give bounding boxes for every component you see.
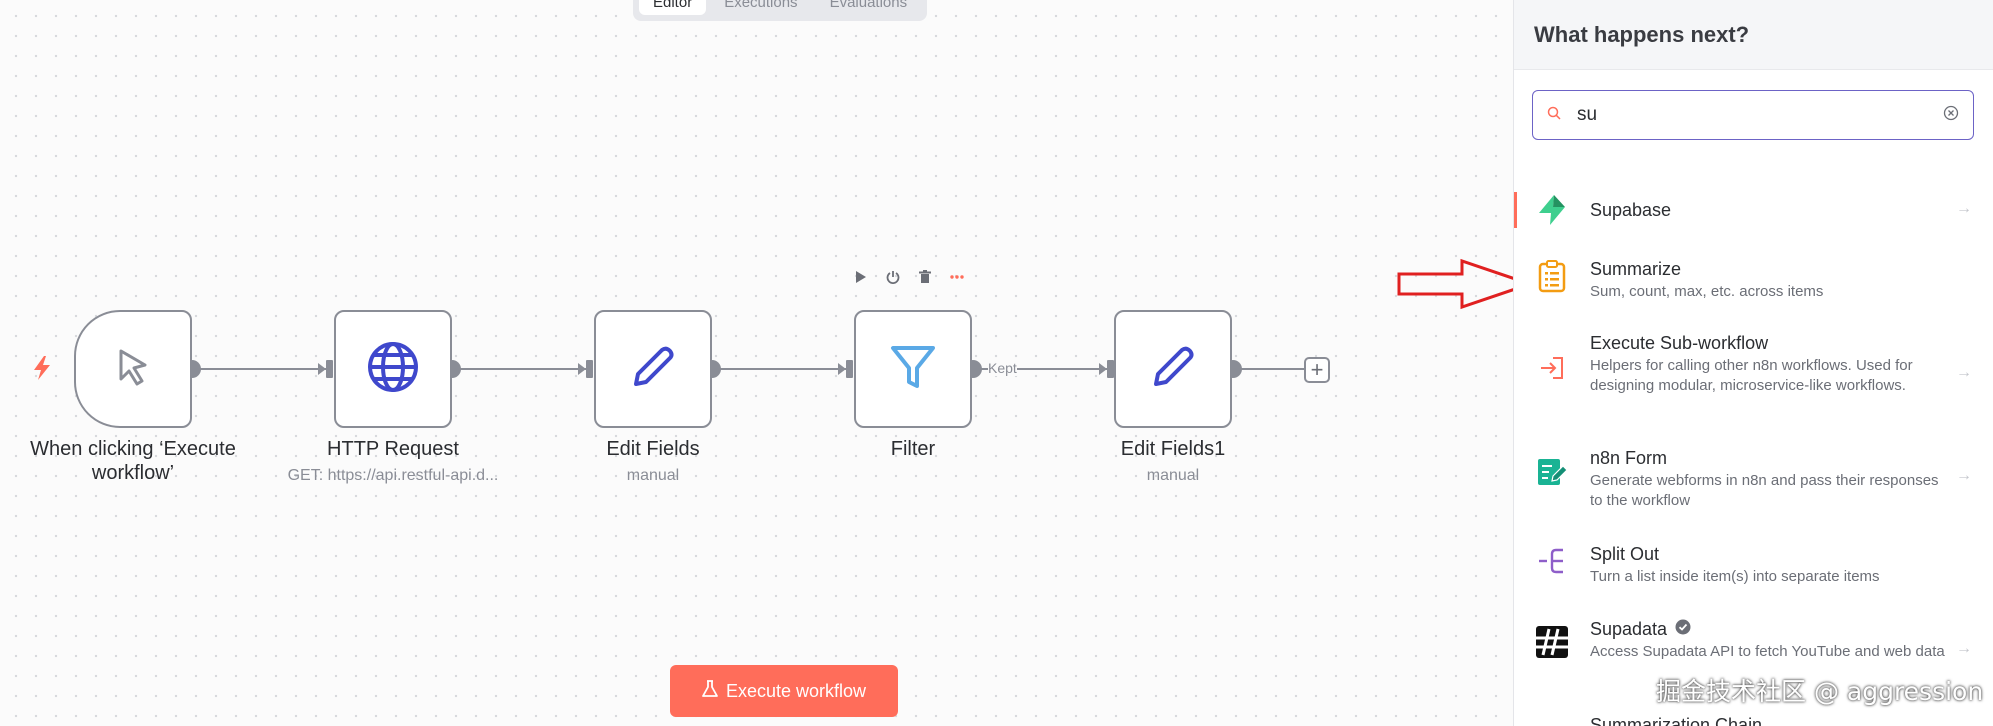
node-edit-fields1[interactable]	[1114, 310, 1232, 428]
tab-executions[interactable]: Executions	[724, 0, 798, 11]
item-title: Split Out	[1590, 544, 1660, 564]
item-description: Access Supadata API to fetch YouTube and…	[1590, 643, 1945, 660]
chain-icon	[1534, 714, 1570, 726]
list-item-summarize[interactable]: Summarize Sum, count, max, etc. across i…	[1514, 258, 1993, 302]
supabase-icon	[1534, 192, 1570, 228]
cursor-click-icon	[109, 343, 157, 396]
node-search[interactable]	[1532, 90, 1974, 140]
arrow-right-icon: →	[1956, 467, 1972, 484]
funnel-icon	[888, 342, 938, 397]
node-title-http: HTTP Request	[327, 438, 459, 460]
item-title: n8n Form	[1590, 448, 1668, 468]
execute-workflow-button[interactable]: Execute workflow	[670, 665, 898, 717]
globe-icon	[366, 340, 420, 399]
node-subtitle-http: GET: https://api.restful-api.d...	[287, 467, 499, 484]
form-edit-icon	[1534, 453, 1570, 489]
edge-label-kept: Kept	[988, 360, 1017, 376]
list-item-split-out[interactable]: Split Out Turn a list inside item(s) int…	[1514, 543, 1993, 587]
arrow-right-icon: →	[1956, 364, 1972, 381]
item-title: Execute Sub-workflow	[1590, 333, 1769, 353]
list-item-n8n-form[interactable]: n8n Form Generate webforms in n8n and pa…	[1514, 447, 1993, 511]
tab-evaluations[interactable]: Evaluations	[829, 0, 908, 11]
arrow-right-icon: →	[1956, 200, 1972, 217]
power-icon[interactable]	[884, 268, 902, 286]
arrow-right-icon: →	[1956, 640, 1972, 657]
watermark-text: 掘金技术社区 @ aggression	[1656, 677, 1984, 706]
pencil-icon	[1148, 342, 1198, 397]
item-description: Turn a list inside item(s) into separate…	[1590, 568, 1880, 585]
trigger-bolt-icon	[32, 356, 52, 385]
pencil-icon	[628, 342, 678, 397]
node-filter[interactable]	[854, 310, 972, 428]
clear-search-icon[interactable]	[1943, 105, 1959, 126]
node-manual-trigger[interactable]	[74, 310, 192, 428]
clipboard-list-icon	[1534, 258, 1570, 294]
panel-title: What happens next?	[1514, 0, 1993, 70]
item-description: Helpers for calling other n8n workflows.…	[1590, 357, 1913, 394]
flask-icon	[702, 679, 718, 703]
node-edit-fields[interactable]	[594, 310, 712, 428]
list-item-supadata[interactable]: Supadata Access Supadata API to fetch Yo…	[1514, 618, 1993, 662]
item-title: Supabase	[1590, 200, 1672, 220]
node-subtitle-edit-fields1: manual	[1146, 467, 1200, 484]
split-out-icon	[1534, 543, 1570, 579]
search-input[interactable]	[1577, 104, 1927, 126]
node-http-request[interactable]	[334, 310, 452, 428]
verified-badge-icon	[1675, 618, 1691, 640]
item-description: Generate webforms in n8n and pass their …	[1590, 472, 1939, 509]
node-title-edit-fields1: Edit Fields1	[1120, 438, 1226, 460]
connections-layer	[183, 360, 1304, 378]
list-item-supabase[interactable]: Supabase →	[1514, 192, 1993, 228]
enter-arrow-icon	[1534, 350, 1570, 386]
more-options-icon[interactable]	[948, 268, 966, 286]
search-icon	[1547, 106, 1561, 125]
node-subtitle-edit-fields: manual	[626, 467, 680, 484]
list-item-execute-sub-workflow[interactable]: Execute Sub-workflow Helpers for calling…	[1514, 332, 1993, 396]
workflow-canvas[interactable]: Editor Executions Evaluations	[0, 0, 1513, 726]
item-title: Summarization Chain	[1590, 715, 1763, 726]
node-title-filter: Filter	[890, 438, 936, 460]
node-creator-panel: What happens next? Supabase → Summarize …	[1513, 0, 1993, 726]
annotation-arrow-icon	[1397, 258, 1513, 310]
trash-icon[interactable]	[916, 268, 934, 286]
node-title-edit-fields: Edit Fields	[606, 438, 700, 460]
node-toolbar	[852, 268, 966, 286]
add-node-button[interactable]: +	[1304, 357, 1330, 383]
view-tabs: Editor Executions Evaluations	[633, 0, 928, 21]
supadata-icon	[1534, 624, 1570, 660]
tab-editor[interactable]: Editor	[639, 0, 707, 15]
item-title: Supadata	[1590, 618, 1950, 640]
node-title-trigger: When clicking ‘Execute workflow’	[30, 438, 236, 484]
item-title: Summarize	[1590, 259, 1682, 279]
item-description: Sum, count, max, etc. across items	[1590, 283, 1824, 300]
list-item-summarization-chain[interactable]: Summarization Chain	[1514, 714, 1993, 726]
play-icon[interactable]	[852, 268, 870, 286]
